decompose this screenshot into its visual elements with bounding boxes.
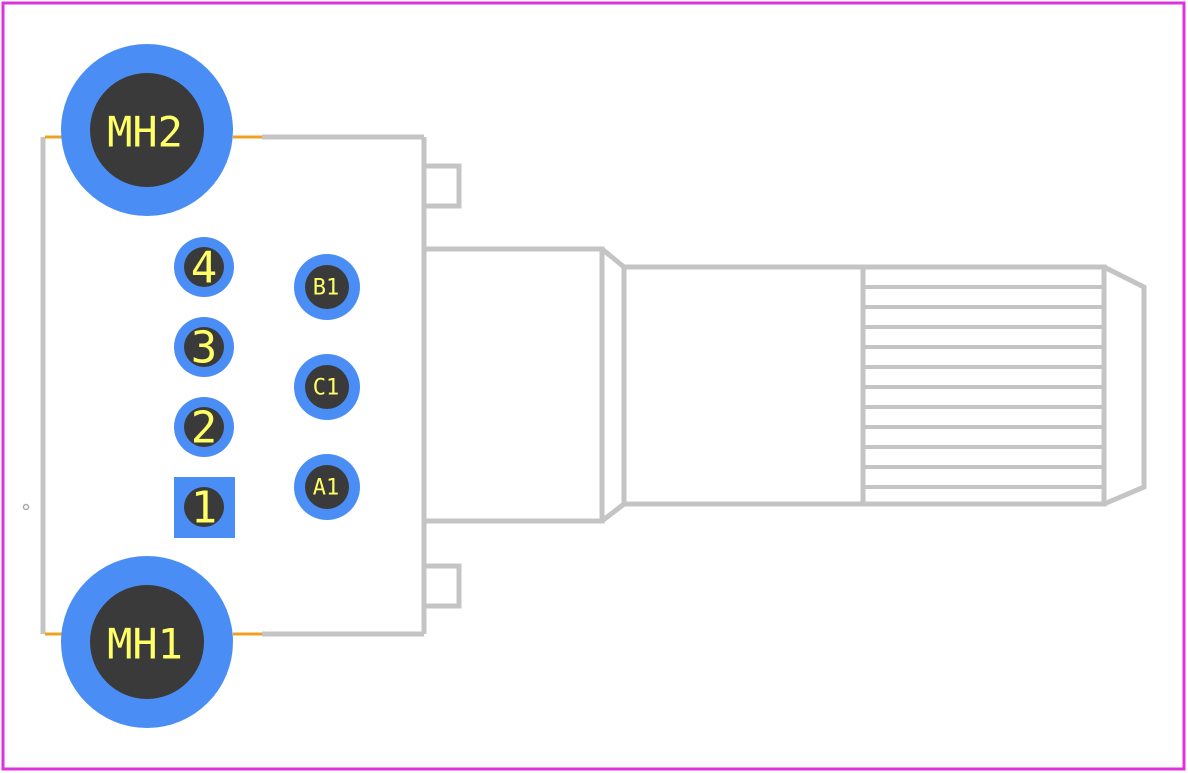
silkscreen-knurl	[863, 285, 1104, 489]
pad-3-label: 3	[191, 323, 218, 374]
silkscreen-body	[40, 134, 462, 637]
courtyard-stubs	[45, 135, 262, 636]
pad-b1-label: B1	[313, 276, 340, 301]
pad-c1-label: C1	[313, 376, 340, 401]
pad-4[interactable]: 4	[174, 237, 234, 297]
pad-b1[interactable]: B1	[294, 254, 360, 320]
pad-a1[interactable]: A1	[294, 454, 360, 520]
pad-2-label: 2	[191, 403, 218, 454]
pad-4-label: 4	[191, 243, 218, 294]
pad-1[interactable]: 1	[174, 477, 235, 538]
origin-marker	[22, 503, 30, 511]
pad-1-label: 1	[191, 483, 218, 534]
pad-mh1-label: MH1	[107, 620, 183, 669]
pad-3[interactable]: 3	[174, 317, 234, 377]
pad-mh2[interactable]: MH2	[61, 44, 233, 216]
pad-2[interactable]: 2	[174, 397, 234, 457]
pad-mh1[interactable]: MH1	[61, 556, 233, 728]
pad-a1-label: A1	[313, 476, 340, 501]
pad-c1[interactable]: C1	[294, 354, 360, 420]
pad-mh2-label: MH2	[107, 108, 183, 157]
